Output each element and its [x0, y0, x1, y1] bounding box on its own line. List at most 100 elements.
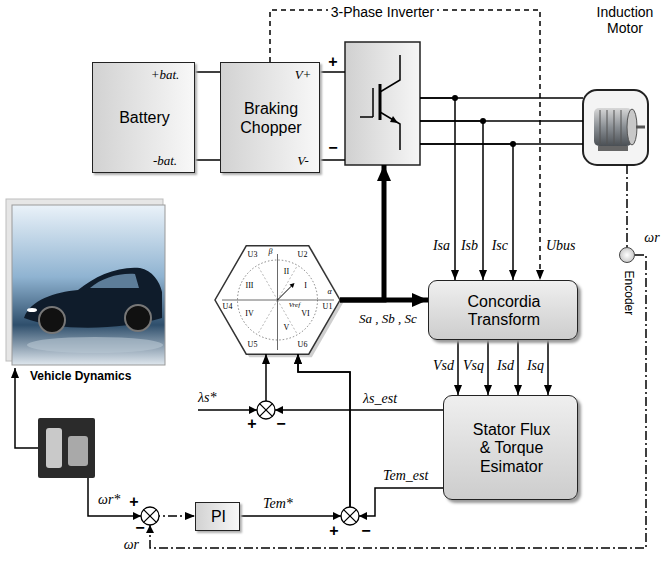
node-label: Induction Motor [586, 4, 664, 36]
motor-picture [621, 110, 622, 144]
summing-junction [257, 401, 275, 419]
car-picture [12, 205, 165, 365]
chopper-box: V+Braking ChopperV- [220, 62, 320, 173]
connector [320, 159, 345, 161]
summing-junction [144, 510, 157, 523]
node-label: Concordia Transform [444, 293, 564, 330]
signal-wire [15, 368, 257, 516]
encoder-circle: ωrEncoder [619, 247, 635, 263]
pedal-picture [46, 428, 62, 468]
junction-arrowhead [146, 525, 154, 533]
connector [420, 98, 455, 280]
node-label: U2 [298, 250, 308, 259]
svm-hexagon-figure [278, 284, 294, 300]
sign-label: λs* [198, 390, 217, 406]
node-label: α [327, 287, 331, 296]
node-label: U1 [323, 302, 333, 311]
signal-label: ωr [123, 537, 140, 553]
node-label: -bat. [153, 154, 177, 169]
inverter-symbol [380, 55, 400, 92]
connector [457, 340, 459, 395]
signal-label: Isc [491, 238, 509, 254]
inverter-symbol [345, 42, 420, 165]
node-label: V [284, 323, 290, 332]
node-label: III [246, 281, 254, 290]
inverter-symbol [379, 84, 382, 120]
pedal-picture [38, 418, 95, 478]
node-label: ωr [644, 230, 659, 246]
signal-label: Sa , Sb , Sc [358, 312, 418, 327]
summing-junction [341, 507, 359, 525]
transform-box: Concordia Transform [428, 280, 578, 340]
connector [547, 340, 549, 395]
svm-hexagon-figure [215, 246, 340, 354]
car-picture [27, 308, 37, 312]
connector [420, 121, 483, 280]
svm-hexagon-figure [278, 265, 298, 300]
connector [626, 165, 628, 247]
node-label: V+ [295, 68, 312, 83]
inverter-symbol [380, 112, 400, 150]
inverter-symbol [345, 42, 420, 165]
car-picture [6, 199, 165, 365]
node-label: U4 [223, 302, 233, 311]
connector-group [150, 10, 646, 548]
node-label: V- [297, 154, 309, 169]
connector [320, 71, 345, 73]
inverter-symbol [372, 88, 374, 117]
node-label: Encoder [621, 271, 635, 316]
inverter-symbol [390, 116, 398, 123]
estimator-box: Stator Flux & Torque Esimator [443, 395, 578, 500]
wire-junction-dot [452, 95, 516, 147]
svm-hexagon-figure [258, 265, 278, 300]
node-label: Stator Flux & Torque Esimator [468, 421, 556, 476]
car-picture [125, 305, 151, 331]
node-label: II [284, 267, 289, 276]
sign-label: + [129, 493, 138, 511]
sign-label: − [328, 139, 337, 157]
node-label: Vref [289, 301, 300, 309]
signal-label: Tem* [262, 496, 294, 512]
sign-label: ωr* [98, 492, 120, 508]
connector [487, 340, 489, 395]
junction-arrowhead [249, 406, 257, 414]
node-label: PI [211, 508, 226, 526]
svm-hexagon-figure [215, 246, 343, 357]
node-label: VI [301, 309, 309, 318]
sign-label: + [328, 53, 337, 71]
node-label: U5 [248, 340, 258, 349]
connector [340, 298, 428, 303]
pedal-picture [68, 436, 88, 466]
vehicle-picture: Vehicle Dynamics [12, 205, 165, 365]
junction-arrowhead [333, 512, 341, 520]
node-label: U6 [298, 340, 308, 349]
connector [195, 71, 220, 73]
svm-hexagon-figure [258, 300, 278, 335]
connector [420, 144, 513, 280]
node-label: I [304, 281, 307, 290]
signal-label: Isd [496, 358, 515, 374]
motor-picture [600, 110, 601, 144]
connector [298, 354, 443, 516]
node-label: 3-Phase Inverter [328, 4, 438, 20]
summing-junction [141, 401, 359, 525]
sign-label: − [276, 415, 285, 433]
sign-label: + [329, 522, 338, 540]
connector [340, 165, 384, 300]
junction-arrowhead [133, 406, 367, 533]
signal-label: λs_est [362, 391, 398, 407]
connector [240, 354, 350, 516]
signal-label: Vsd [432, 358, 455, 374]
signal-label: Vsq [462, 358, 485, 374]
motor-picture [583, 90, 648, 165]
connector [266, 354, 443, 410]
car-picture [90, 274, 139, 288]
wire-junction-dot [510, 141, 516, 147]
sign-label: − [361, 522, 370, 540]
controller-box: PI [195, 502, 240, 531]
node-label: U3 [248, 250, 258, 259]
motor-picture [594, 108, 632, 146]
svm-hexagon-figure [290, 283, 295, 288]
motor-picture [627, 109, 637, 145]
node-label: IV [245, 309, 253, 318]
